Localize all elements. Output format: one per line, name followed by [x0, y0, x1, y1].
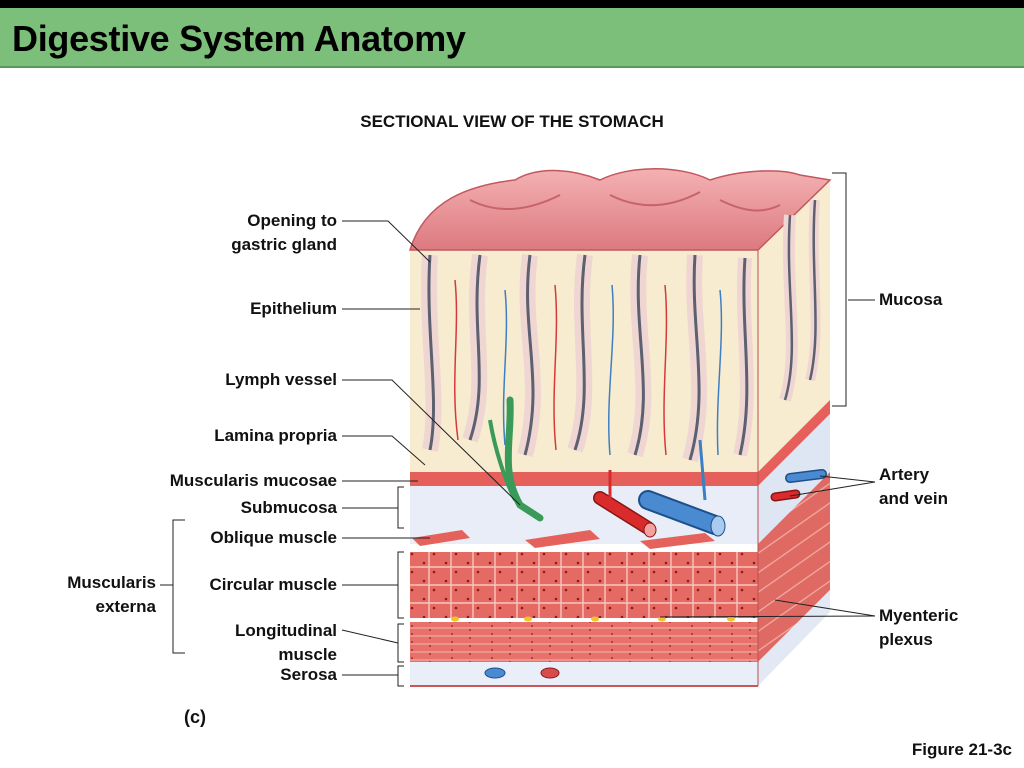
mucosal-surface-rugae [408, 168, 832, 251]
figure-label: Figure 21-3c [911, 740, 1012, 759]
label-myenteric-line2: plexus [879, 630, 933, 649]
myenteric-plexus-dots [451, 616, 735, 622]
label-oblique-muscle: Oblique muscle [210, 528, 337, 547]
label-muscularis-line2: externa [95, 597, 156, 616]
serosa-layer [410, 662, 758, 686]
serosa-artery [540, 667, 560, 679]
label-opening-line1: Opening to [247, 211, 337, 230]
label-longitudinal-muscle: Longitudinal muscle [235, 619, 337, 667]
label-artery-line2: and vein [879, 489, 948, 508]
label-lymph-vessel: Lymph vessel [225, 370, 337, 389]
title-bar: Digestive System Anatomy [0, 8, 1024, 68]
label-submucosa: Submucosa [240, 498, 337, 517]
label-serosa: Serosa [280, 665, 337, 684]
submucosa-vessels [593, 439, 726, 538]
mucosal-capillaries [454, 279, 723, 456]
label-circular-muscle: Circular muscle [209, 575, 337, 594]
label-opening-line2: gastric gland [231, 235, 337, 254]
label-longitudinal-line2: muscle [278, 645, 337, 664]
label-muscularis-line1: Muscularis [67, 573, 156, 592]
circular-muscle-layer [410, 552, 758, 618]
diagram-subtitle: SECTIONAL VIEW OF THE STOMACH [360, 112, 664, 131]
muscularis-mucosae-band [410, 472, 758, 486]
slide-title: Digestive System Anatomy [12, 18, 466, 59]
label-epithelium: Epithelium [250, 299, 337, 318]
lymph-vessel [504, 396, 544, 522]
label-artery-and-vein: Artery and vein [879, 463, 948, 511]
label-myenteric-plexus: Myenteric plexus [879, 604, 958, 652]
label-mucosa: Mucosa [879, 290, 943, 309]
serosa-vein [484, 667, 506, 679]
oblique-muscle-strips [412, 530, 715, 549]
label-muscularis-mucosae: Muscularis mucosae [169, 471, 337, 490]
label-opening-gastric-gland: Opening to gastric gland [231, 209, 337, 257]
top-border-strip [0, 0, 1024, 8]
gastric-glands [420, 199, 821, 463]
longitudinal-muscle-layer [410, 622, 758, 662]
panel-letter: (c) [184, 707, 206, 727]
leader-lines [341, 220, 876, 676]
brackets [160, 172, 847, 687]
side-vessels [770, 469, 827, 502]
label-myenteric-line1: Myenteric [879, 606, 959, 625]
label-muscularis-externa: Muscularis externa [67, 571, 156, 619]
label-lamina-propria: Lamina propria [214, 426, 337, 445]
label-artery-line1: Artery [879, 465, 930, 484]
label-longitudinal-line1: Longitudinal [235, 621, 337, 640]
